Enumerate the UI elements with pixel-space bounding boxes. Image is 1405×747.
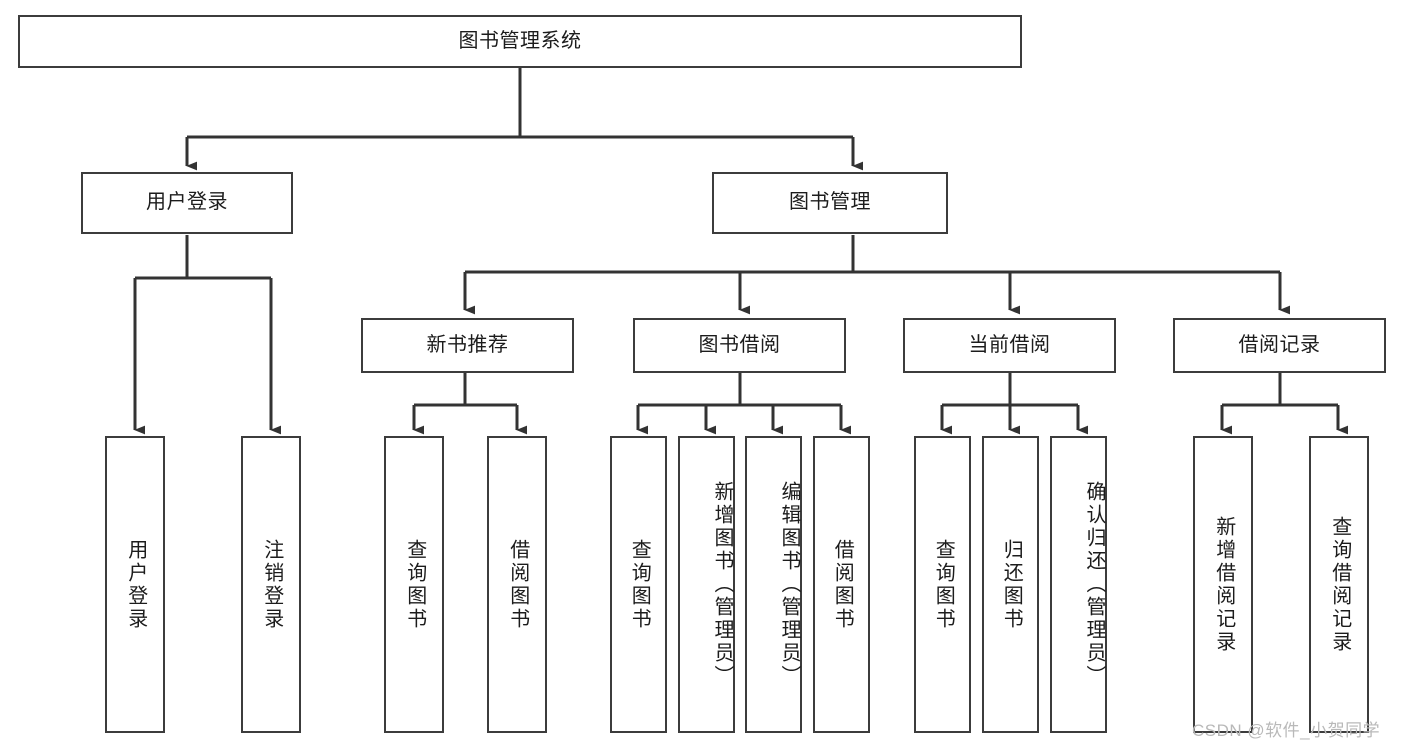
node-leaf-borrow-book-1-label: 借阅图书	[506, 538, 529, 631]
node-leaf-query-book-2-label: 查询图书	[628, 538, 651, 631]
node-root-label: 图书管理系统	[458, 29, 582, 52]
node-current-borrow-label: 当前借阅	[968, 333, 1051, 356]
node-current-borrow[interactable]: 当前借阅	[903, 318, 1116, 373]
node-new-book-rec-label: 新书推荐	[426, 333, 509, 356]
node-leaf-query-book-3-label: 查询图书	[932, 538, 955, 631]
node-leaf-query-record[interactable]: 查询借阅记录	[1309, 436, 1369, 733]
node-user-login-label: 用户登录	[146, 191, 228, 214]
node-leaf-confirm-return[interactable]: 确认归还（管理员）	[1050, 436, 1107, 733]
node-leaf-query-book-2[interactable]: 查询图书	[610, 436, 667, 733]
node-leaf-borrow-book-1[interactable]: 借阅图书	[487, 436, 547, 733]
node-leaf-return-book-label: 归还图书	[1000, 538, 1023, 631]
node-leaf-add-record-label: 新增借阅记录	[1212, 515, 1235, 654]
node-book-manage[interactable]: 图书管理	[712, 172, 948, 234]
node-leaf-return-book[interactable]: 归还图书	[982, 436, 1039, 733]
node-leaf-logout-login-label: 注销登录	[260, 538, 283, 631]
node-leaf-query-book-1-label: 查询图书	[403, 538, 426, 631]
node-book-manage-label: 图书管理	[789, 191, 871, 214]
node-book-borrow[interactable]: 图书借阅	[633, 318, 846, 373]
node-new-book-rec[interactable]: 新书推荐	[361, 318, 574, 373]
node-leaf-borrow-book-2-label: 借阅图书	[831, 538, 854, 631]
node-borrow-record-label: 借阅记录	[1238, 333, 1321, 356]
node-leaf-confirm-return-label: 确认归还（管理员）	[1083, 481, 1105, 688]
node-leaf-add-book[interactable]: 新增图书（管理员）	[678, 436, 735, 733]
node-leaf-edit-book[interactable]: 编辑图书（管理员）	[745, 436, 802, 733]
node-leaf-logout-login[interactable]: 注销登录	[241, 436, 301, 733]
node-user-login[interactable]: 用户登录	[81, 172, 293, 234]
node-book-borrow-label: 图书借阅	[698, 333, 781, 356]
node-leaf-query-record-label: 查询借阅记录	[1328, 515, 1351, 654]
node-leaf-query-book-3[interactable]: 查询图书	[914, 436, 971, 733]
node-leaf-borrow-book-2[interactable]: 借阅图书	[813, 436, 870, 733]
node-leaf-user-login-label: 用户登录	[124, 538, 147, 631]
node-leaf-user-login[interactable]: 用户登录	[105, 436, 165, 733]
node-leaf-edit-book-label: 编辑图书（管理员）	[778, 481, 800, 688]
node-leaf-add-record[interactable]: 新增借阅记录	[1193, 436, 1253, 733]
node-root[interactable]: 图书管理系统	[18, 15, 1022, 68]
node-leaf-add-book-label: 新增图书（管理员）	[711, 481, 733, 688]
node-leaf-query-book-1[interactable]: 查询图书	[384, 436, 444, 733]
node-borrow-record[interactable]: 借阅记录	[1173, 318, 1386, 373]
